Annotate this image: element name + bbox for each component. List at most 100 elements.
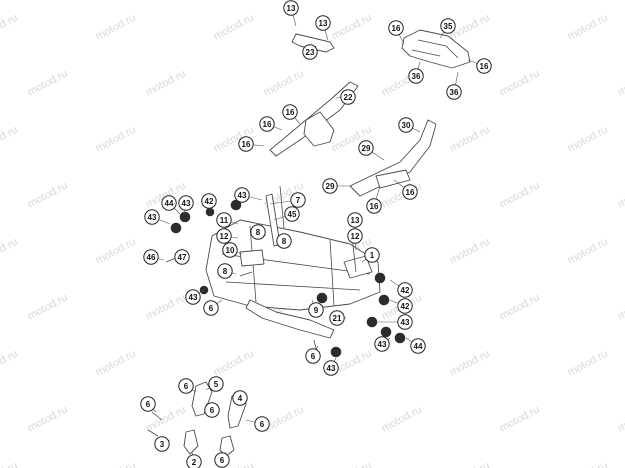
part-callout: 16 <box>282 104 298 120</box>
watermark-text: motod.ru <box>566 460 610 468</box>
part-callout: 12 <box>347 228 363 244</box>
callout-number: 2 <box>192 458 197 467</box>
part-callout: 13 <box>283 0 299 16</box>
watermark-text: motod.ru <box>0 348 20 379</box>
footpeg-bracket-part <box>191 381 213 417</box>
part-callout: 44 <box>161 195 177 211</box>
callout-circle <box>308 302 324 318</box>
callout-circle <box>302 44 318 60</box>
callout-circle <box>214 452 230 468</box>
callout-number: 16 <box>480 62 489 71</box>
watermark-text: motod.ru <box>0 460 20 468</box>
watermark-text: motod.ru <box>144 292 188 323</box>
callout-circle <box>143 249 159 265</box>
callout-circle <box>305 348 321 364</box>
main-frame-crossbar <box>221 225 371 307</box>
bushing-part <box>230 199 242 211</box>
callout-circle <box>259 116 275 132</box>
callout-circle <box>397 282 413 298</box>
watermark-text: motod.ru <box>330 12 374 43</box>
part-callout: 6 <box>204 402 220 418</box>
part-callout: 43 <box>234 187 250 203</box>
part-callout: 7 <box>290 192 306 208</box>
part-callout: 6 <box>140 396 156 412</box>
main-frame-part <box>205 219 381 311</box>
part-callout: 6 <box>214 452 230 468</box>
callout-number: 16 <box>406 188 415 197</box>
callout-circle <box>364 247 380 263</box>
part-callout: 16 <box>402 184 418 200</box>
watermark-text: motod.ru <box>26 68 70 99</box>
part-callout: 43 <box>144 209 160 225</box>
callout-circle <box>282 104 298 120</box>
callout-number: 43 <box>189 293 198 302</box>
part-callout: 42 <box>397 282 413 298</box>
callout-circle <box>154 436 170 452</box>
callout-circle <box>347 228 363 244</box>
watermark-text: motod.ru <box>212 348 256 379</box>
callout-number: 16 <box>392 24 401 33</box>
callout-circle <box>140 396 156 412</box>
part-callout: 22 <box>340 89 356 105</box>
footpeg-bolt-part <box>147 411 163 437</box>
watermark-text: motod.ru <box>448 460 492 468</box>
bushing-part <box>316 292 328 304</box>
callout-number: 23 <box>306 48 315 57</box>
callout-circle <box>276 233 292 249</box>
callout-number: 6 <box>184 382 189 391</box>
callout-number: 46 <box>147 253 156 262</box>
part-callout: 16 <box>388 20 404 36</box>
lower-frame-arm-part <box>245 299 335 339</box>
part-callout: 16 <box>238 136 254 152</box>
callout-circle <box>208 376 224 392</box>
rear-frame-tube-part <box>349 119 437 197</box>
callout-circle <box>238 136 254 152</box>
callout-number: 21 <box>333 314 342 323</box>
watermark-text: motod.ru <box>498 180 542 211</box>
callout-circle <box>323 360 339 376</box>
callout-number: 6 <box>146 400 151 409</box>
callout-number: 9 <box>314 306 319 315</box>
part-callout: 1 <box>364 247 380 263</box>
callout-circle <box>178 195 194 211</box>
footpeg-part <box>219 435 235 457</box>
callout-number: 35 <box>444 22 453 31</box>
callout-number: 6 <box>209 304 214 313</box>
callout-circle <box>290 192 306 208</box>
watermark-text: motod.ru <box>26 180 70 211</box>
part-callout: 46 <box>143 249 159 265</box>
callout-number: 12 <box>220 232 229 241</box>
callout-circle <box>329 310 345 326</box>
top-mount-bracket-detail <box>411 39 459 59</box>
callout-number: 1 <box>370 251 375 260</box>
watermark-text: motod.ru <box>26 404 70 435</box>
callout-circle <box>340 89 356 105</box>
part-callout: 9 <box>308 302 324 318</box>
callout-circle <box>203 300 219 316</box>
part-callout: 5 <box>208 376 224 392</box>
callout-number: 16 <box>286 108 295 117</box>
callout-number: 8 <box>282 237 287 246</box>
bushing-part <box>170 222 182 234</box>
callout-number: 42 <box>205 197 214 206</box>
watermark-text: motod.ru <box>0 124 20 155</box>
part-callout: 16 <box>476 58 492 74</box>
part-callout: 8 <box>276 233 292 249</box>
callout-circle <box>440 18 456 34</box>
watermark-text: motod.ru <box>262 68 306 99</box>
watermark-text: motod.ru <box>330 460 374 468</box>
callout-circle <box>397 314 413 330</box>
callout-number: 8 <box>256 228 261 237</box>
part-callout: 16 <box>366 198 382 214</box>
callout-circle <box>397 298 413 314</box>
rear-frame-tube-lower <box>375 169 411 189</box>
watermark-text: motod.ru <box>0 236 20 267</box>
parts-layer <box>147 29 471 457</box>
callout-circle <box>366 198 382 214</box>
part-callout: 36 <box>408 68 424 84</box>
rear-bracket-part <box>291 33 335 53</box>
part-callout: 13 <box>347 212 363 228</box>
watermark-text: motod.ru <box>616 292 625 323</box>
callout-circle <box>144 209 160 225</box>
